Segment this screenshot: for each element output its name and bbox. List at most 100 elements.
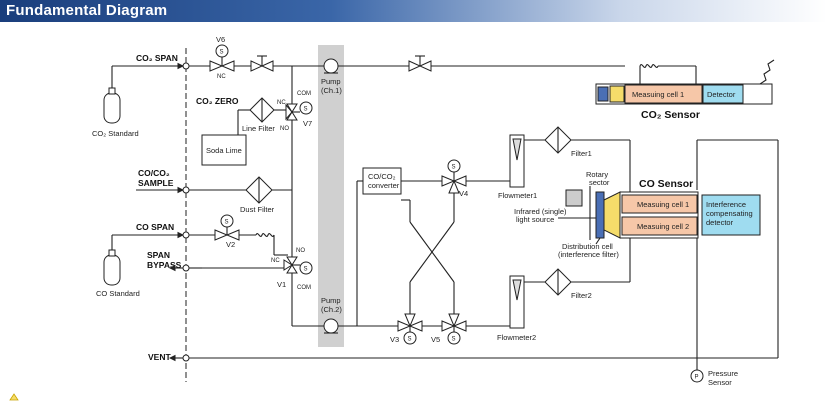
- co2-cell: [624, 84, 703, 104]
- co-sensor: CO Sensor Rotary sector Infrared (single…: [514, 170, 761, 259]
- bypass-label-2: BYPASS: [147, 260, 182, 270]
- co-standard-label: CO Standard: [96, 289, 140, 298]
- svg-text:COM: COM: [297, 91, 311, 97]
- valve-v6[interactable]: S V6 NC: [209, 35, 235, 80]
- valve-v7[interactable]: S V7 NC NO COM: [277, 91, 313, 132]
- pump1-label-1: Pump: [321, 77, 341, 86]
- flowmeter1: Flowmeter1: [490, 134, 545, 200]
- rotary-sector-label-2: sector: [589, 178, 610, 187]
- co-span-line: CO SPAN: [111, 222, 288, 256]
- co-sensor-title: CO Sensor: [639, 178, 693, 190]
- flowmeter2: Flowmeter2: [490, 275, 545, 342]
- ir-source-label-1: Infrared (single): [514, 207, 567, 216]
- interference-compensating-detector: [701, 194, 761, 236]
- ir-source-label-2: light source: [516, 215, 554, 224]
- soda-lime-label: Soda Lime: [206, 146, 242, 155]
- svg-text:COM: COM: [297, 285, 311, 291]
- pump2-label-2: (Ch.2): [321, 305, 342, 314]
- svg-text:NO: NO: [280, 126, 289, 132]
- vent-line: VENT: [148, 139, 779, 362]
- co2-sensor: Measuing cell 1 Detector CO₂ Sensor: [595, 59, 775, 121]
- dust-filter-label: Dust Filter: [240, 205, 275, 214]
- v2-label: V2: [226, 240, 235, 249]
- pump-band: [318, 45, 344, 347]
- flowmeter1-label: Flowmeter1: [498, 191, 537, 200]
- title-bar: Fundamental Diagram: [0, 0, 827, 22]
- icd-label-2: compensating: [706, 209, 753, 218]
- svg-text:S: S: [452, 337, 456, 343]
- pump-ch1: Pump (Ch.1): [321, 58, 625, 95]
- co2-zero-line: CO₂ ZERO: [196, 96, 286, 135]
- bypass-label-1: SPAN: [147, 250, 170, 260]
- filter1: Filter1: [544, 126, 631, 195]
- v6-label: V6: [216, 35, 225, 44]
- v3-label: V3: [390, 335, 399, 344]
- svg-text:S: S: [304, 267, 308, 273]
- valve-v1[interactable]: S V1 NO NC COM: [271, 248, 313, 291]
- svg-text:S: S: [220, 50, 224, 56]
- line-filter: Line Filter: [242, 97, 275, 133]
- vent-label: VENT: [148, 352, 171, 362]
- flowmeter2-label: Flowmeter2: [497, 333, 536, 342]
- co2-standard-label: CO₂ Standard: [92, 129, 139, 138]
- co-cell1-label: Measuing cell 1: [637, 200, 689, 209]
- svg-text:NO: NO: [296, 248, 305, 254]
- crossover: [401, 193, 455, 314]
- pressure-sensor-label-2: Sensor: [708, 378, 732, 387]
- svg-text:NC: NC: [277, 100, 286, 106]
- valve-v3[interactable]: S V3: [390, 313, 423, 345]
- line-filter-label: Line Filter: [242, 124, 275, 133]
- v1-label: V1: [277, 280, 286, 289]
- filter2: Filter2: [544, 232, 631, 300]
- co2-span-line: CO₂ SPAN: [111, 53, 330, 93]
- svg-text:NC: NC: [217, 74, 226, 80]
- sample-label-1: CO/CO₂: [138, 168, 170, 178]
- filter2-label: Filter2: [571, 291, 592, 300]
- rotary-sector: [565, 189, 583, 207]
- co-cell-2: [621, 216, 698, 236]
- co2-span-label: CO₂ SPAN: [136, 53, 178, 63]
- icd-label-3: detector: [706, 218, 734, 227]
- co-co2-converter: CO/CO₂ converter: [356, 167, 442, 326]
- svg-text:NC: NC: [271, 258, 280, 264]
- dist-cell-label-1: Distribution cell: [562, 242, 613, 251]
- needle-valve-ch1[interactable]: [408, 55, 432, 72]
- v5-label: V5: [431, 335, 440, 344]
- v7-label: V7: [303, 119, 312, 128]
- co2-detector: [702, 84, 744, 104]
- valve-v4[interactable]: S V4: [441, 159, 490, 198]
- co2-zero-label: CO₂ ZERO: [196, 96, 239, 106]
- co2-cell-label: Measuing cell 1: [632, 90, 684, 99]
- dist-cell-label-2: (interference filter): [558, 250, 619, 259]
- co-cell2-label: Measuing cell 2: [637, 222, 689, 231]
- converter-label-1: CO/CO₂: [368, 172, 396, 181]
- sample-line: CO/CO₂ SAMPLE: [136, 168, 292, 194]
- icd-label-1: Interference: [706, 200, 746, 209]
- rotary-sector-label-1: Rotary: [586, 170, 608, 179]
- pump-ch2: Pump (Ch.2): [292, 296, 398, 334]
- co-standard-cylinder: CO Standard: [96, 249, 140, 298]
- svg-text:S: S: [452, 165, 456, 171]
- co2-standard-cylinder: CO₂ Standard: [92, 87, 139, 138]
- soda-lime: Soda Lime: [201, 134, 247, 166]
- co2-sensor-title: CO₂ Sensor: [641, 109, 700, 121]
- converter-label-2: converter: [368, 181, 400, 190]
- valve-v5[interactable]: S V5: [422, 313, 490, 345]
- svg-text:S: S: [304, 107, 308, 113]
- filter1-label: Filter1: [571, 149, 592, 158]
- pump2-label-1: Pump: [321, 296, 341, 305]
- pressure-sensor-label-1: Pressure: [708, 369, 738, 378]
- valve-v2[interactable]: S V2: [214, 214, 240, 249]
- svg-text:S: S: [225, 220, 229, 226]
- co2-detector-label: Detector: [707, 90, 736, 99]
- span-bypass-line: SPAN BYPASS: [147, 250, 286, 272]
- pump1-label-2: (Ch.1): [321, 86, 342, 95]
- warning-icon: [9, 393, 19, 401]
- diagram-title: Fundamental Diagram: [6, 2, 168, 19]
- pressure-symbol: P: [695, 375, 699, 381]
- co-span-label: CO SPAN: [136, 222, 174, 232]
- co-cell-1: [621, 194, 698, 214]
- dust-filter: Dust Filter: [240, 176, 275, 214]
- needle-valve-co2-span[interactable]: [250, 55, 274, 72]
